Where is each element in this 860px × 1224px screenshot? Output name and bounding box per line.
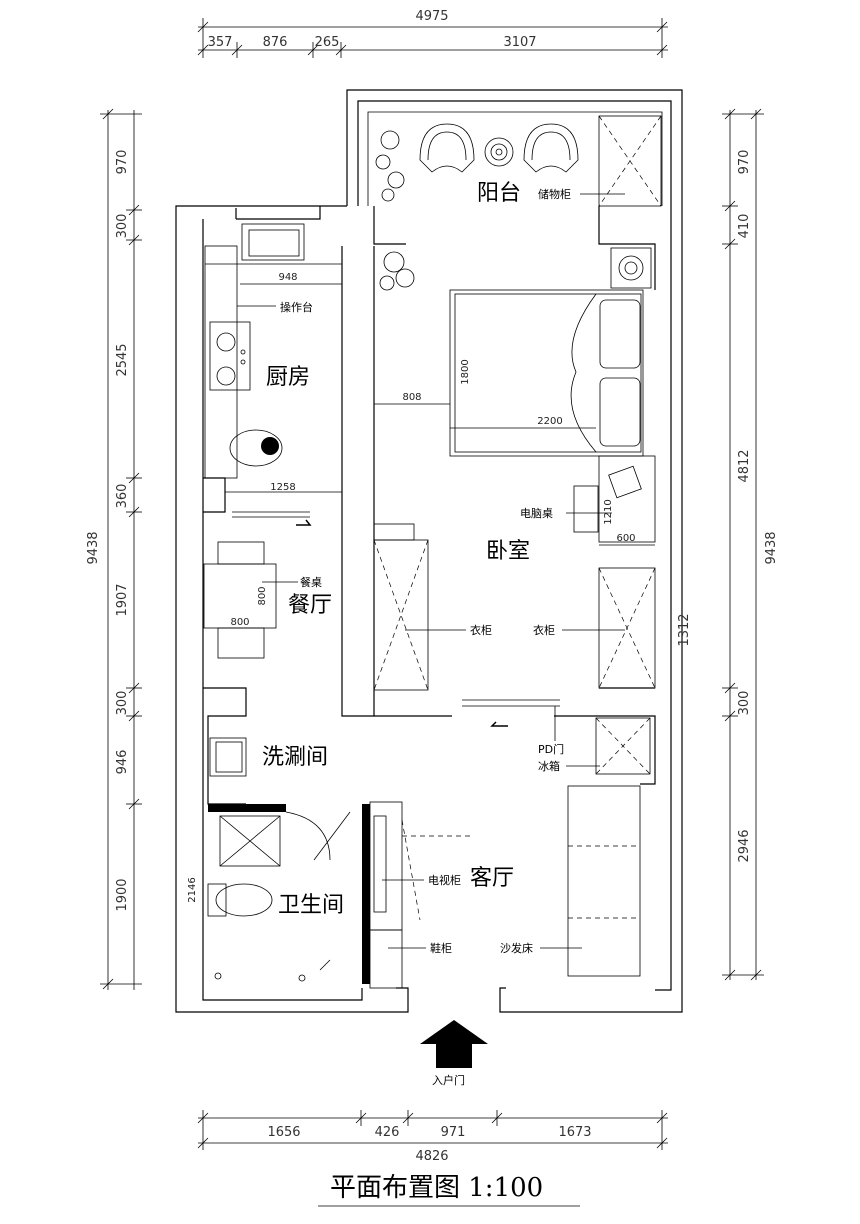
- dim-bed-length: 2200: [537, 416, 562, 427]
- dim-top-seg-3: 265: [315, 35, 340, 50]
- dim-right-seg-5: 2946: [737, 829, 752, 862]
- label-tv-cabinet: 电视柜: [428, 873, 461, 887]
- dim-bath-h: 2146: [187, 877, 198, 902]
- room-dining: 餐厅: [288, 593, 332, 618]
- dim-bed-width: 1800: [460, 359, 471, 384]
- dim-right-seg-3: 4812: [737, 449, 752, 482]
- outer-walls: [175, 89, 683, 1013]
- bedroom-furniture: [373, 289, 656, 775]
- label-shoe-cabinet: 鞋柜: [430, 941, 452, 955]
- dim-left-seg-5: 1907: [115, 583, 130, 616]
- room-living: 客厅: [470, 866, 514, 891]
- label-desk: 电脑桌: [520, 507, 553, 520]
- dim-desk-w: 600: [616, 533, 635, 544]
- label-dining-table: 餐桌: [300, 575, 322, 589]
- dim-right-total: 9438: [764, 531, 779, 564]
- room-bedroom: 卧室: [486, 539, 530, 564]
- living-furniture: [369, 785, 641, 989]
- top-dimension-lines: [197, 18, 668, 58]
- dim-top-seg-2: 876: [263, 35, 288, 50]
- bathroom-furniture: [207, 804, 370, 984]
- room-balcony: 阳台: [477, 181, 521, 206]
- label-fridge: 冰箱: [538, 759, 560, 773]
- label-storage-cabinet: 储物柜: [538, 187, 571, 201]
- dim-kitchen-width: 1258: [270, 482, 295, 493]
- room-laundry: 洗涮间: [262, 745, 328, 770]
- label-entrance: 入户门: [432, 1073, 465, 1087]
- label-wardrobe-left: 衣柜: [470, 623, 492, 637]
- room-kitchen: 厨房: [266, 365, 310, 390]
- dim-left-seg-4: 360: [115, 484, 130, 509]
- dim-left-seg-1: 970: [115, 150, 130, 175]
- dim-left-seg-3: 2545: [115, 343, 130, 376]
- dim-bottom-seg-3: 971: [441, 1125, 466, 1140]
- label-wardrobe-right: 衣柜: [533, 623, 555, 637]
- dim-table-w: 800: [230, 617, 249, 628]
- left-dimension-lines: [100, 108, 142, 990]
- dim-top-seg-1: 357: [208, 35, 233, 50]
- entrance-arrow: [420, 1020, 488, 1068]
- dim-counter-depth: 948: [278, 272, 297, 283]
- dim-bottom-seg-1: 1656: [267, 1125, 300, 1140]
- dim-left-seg-6: 300: [115, 691, 130, 716]
- dim-bed-side: 808: [402, 392, 421, 403]
- kitchen-furniture: [204, 223, 342, 526]
- dim-left-total: 9438: [86, 531, 101, 564]
- bottom-dimension-lines: [197, 1110, 668, 1150]
- dim-top-seg-4: 3107: [503, 35, 536, 50]
- dim-table-h: 800: [257, 586, 268, 605]
- label-sofa-bed: 沙发床: [500, 941, 533, 955]
- dining-furniture: [203, 541, 277, 659]
- dim-left-seg-7: 946: [115, 750, 130, 775]
- dim-right-seg-2: 410: [737, 214, 752, 239]
- dim-right-seg-1: 970: [737, 150, 752, 175]
- laundry-furniture: [209, 737, 247, 777]
- plan-title: 平面布置图 1:100: [330, 1173, 543, 1203]
- label-counter: 操作台: [280, 300, 313, 314]
- balcony-furniture: [375, 115, 662, 291]
- dim-top-total: 4975: [415, 9, 448, 24]
- dim-bottom-total: 4826: [415, 1149, 448, 1164]
- dim-bottom-seg-4: 1673: [558, 1125, 591, 1140]
- dim-left-seg-2: 300: [115, 214, 130, 239]
- room-bathroom: 卫生间: [278, 893, 344, 918]
- dim-bottom-seg-2: 426: [375, 1125, 400, 1140]
- dim-desk-depth: 1210: [603, 499, 614, 524]
- right-dimension-lines: [722, 108, 764, 981]
- dim-left-seg-8: 1900: [115, 878, 130, 911]
- label-pd-door: PD门: [538, 742, 564, 756]
- dim-right-seg-4: 300: [737, 691, 752, 716]
- dim-wardrobe-h: 1312: [677, 613, 692, 646]
